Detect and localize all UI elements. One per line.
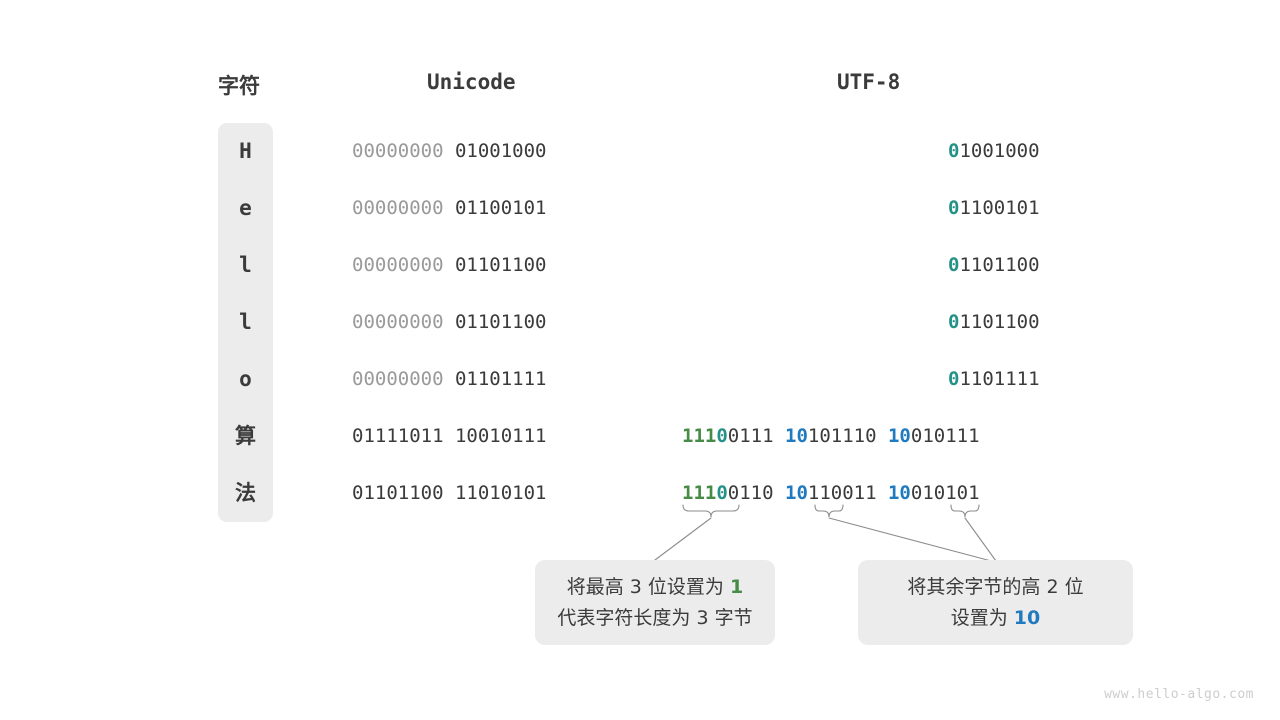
unicode-low-byte: 01101111 [454,368,547,390]
utf8-value: 01101111 [948,369,1040,389]
utf8-payload: 1101111 [959,368,1040,390]
brace-continuation-1 [814,504,844,518]
utf8-payload: 0110 [727,482,774,504]
utf8-lead-bit: 0 [948,368,960,390]
utf8-length-terminator: 0 [716,482,728,504]
utf8-length-terminator: 0 [716,425,728,447]
char-cell: e [239,196,252,220]
utf8-lead-bit: 0 [948,311,960,333]
header-utf8: UTF-8 [837,70,901,94]
unicode-low-byte: 01101100 [454,311,547,333]
utf8-payload: 1100101 [959,197,1040,219]
utf8-value: 01001000 [948,141,1040,161]
unicode-value: 01101100 11010101 [352,483,546,503]
utf8-payload: 101110 [807,425,877,447]
unicode-high-byte: 00000000 [352,311,444,333]
utf8-value: 01101100 [948,255,1040,275]
unicode-value: 00000000 01100101 [352,198,546,218]
utf8-continuation-marker: 10 [785,482,808,504]
char-cell: H [239,139,252,163]
unicode-high-byte: 01101100 [352,482,444,504]
utf8-payload: 1101100 [959,311,1040,333]
utf8-payload: 0111 [727,425,774,447]
callout-right-line-1: 将其余字节的高 2 位 [907,575,1084,598]
unicode-high-byte: 00000000 [352,254,444,276]
brace-continuation-2 [950,504,980,518]
utf8-value: 01101100 [948,312,1040,332]
callout-continuation-marker: 将其余字节的高 2 位 设置为 10 [858,560,1133,645]
utf8-payload: 010111 [910,425,980,447]
utf8-lead-bit: 0 [948,197,960,219]
utf8-value: 11100110 10110011 10010101 [682,483,980,503]
unicode-low-byte: 01001000 [454,140,547,162]
unicode-value: 00000000 01001000 [352,141,546,161]
callout-right-line-2: 设置为 10 [950,606,1041,629]
callout-left-line-2: 代表字符长度为 3 字节 [557,606,753,629]
callout-highlight-1: 1 [729,575,744,598]
utf8-payload: 1101100 [959,254,1040,276]
utf8-lead-bit: 0 [948,254,960,276]
utf8-continuation-marker: 10 [785,425,808,447]
utf8-value: 01100101 [948,198,1040,218]
unicode-high-byte: 00000000 [352,140,444,162]
leader-line-left [654,517,712,561]
unicode-value: 00000000 01101111 [352,369,546,389]
utf8-lead-bit: 0 [948,140,960,162]
callout-highlight-10: 10 [1013,606,1041,629]
utf8-payload: 010101 [910,482,980,504]
unicode-high-byte: 00000000 [352,197,444,219]
unicode-high-byte: 00000000 [352,368,444,390]
unicode-low-byte: 11010101 [454,482,547,504]
unicode-value: 01111011 10010111 [352,426,546,446]
unicode-value: 00000000 01101100 [352,255,546,275]
utf8-continuation-marker: 10 [887,425,911,447]
char-cell: 法 [235,481,256,505]
utf8-value: 11100111 10101110 10010111 [682,426,980,446]
leader-line-right-b [964,517,997,562]
leader-line-right-a [828,517,996,563]
character-column-panel [218,123,273,522]
unicode-high-byte: 01111011 [352,425,444,447]
char-cell: l [239,310,252,334]
char-cell: o [239,367,252,391]
brace-length-marker [682,504,740,518]
utf8-continuation-marker: 10 [887,482,911,504]
unicode-low-byte: 01100101 [454,197,547,219]
utf8-payload: 110011 [807,482,877,504]
callout-length-marker: 将最高 3 位设置为 1 代表字符长度为 3 字节 [535,560,775,645]
unicode-value: 00000000 01101100 [352,312,546,332]
utf8-payload: 1001000 [959,140,1040,162]
utf8-length-marker: 111 [682,425,717,447]
unicode-low-byte: 10010111 [454,425,547,447]
unicode-low-byte: 01101100 [454,254,547,276]
header-character: 字符 [218,74,260,98]
char-cell: 算 [235,424,256,448]
callout-left-line-1: 将最高 3 位设置为 1 [566,575,744,598]
char-cell: l [239,253,252,277]
header-unicode: Unicode [427,70,516,94]
utf8-length-marker: 111 [682,482,717,504]
site-watermark: www.hello-algo.com [1104,687,1254,702]
